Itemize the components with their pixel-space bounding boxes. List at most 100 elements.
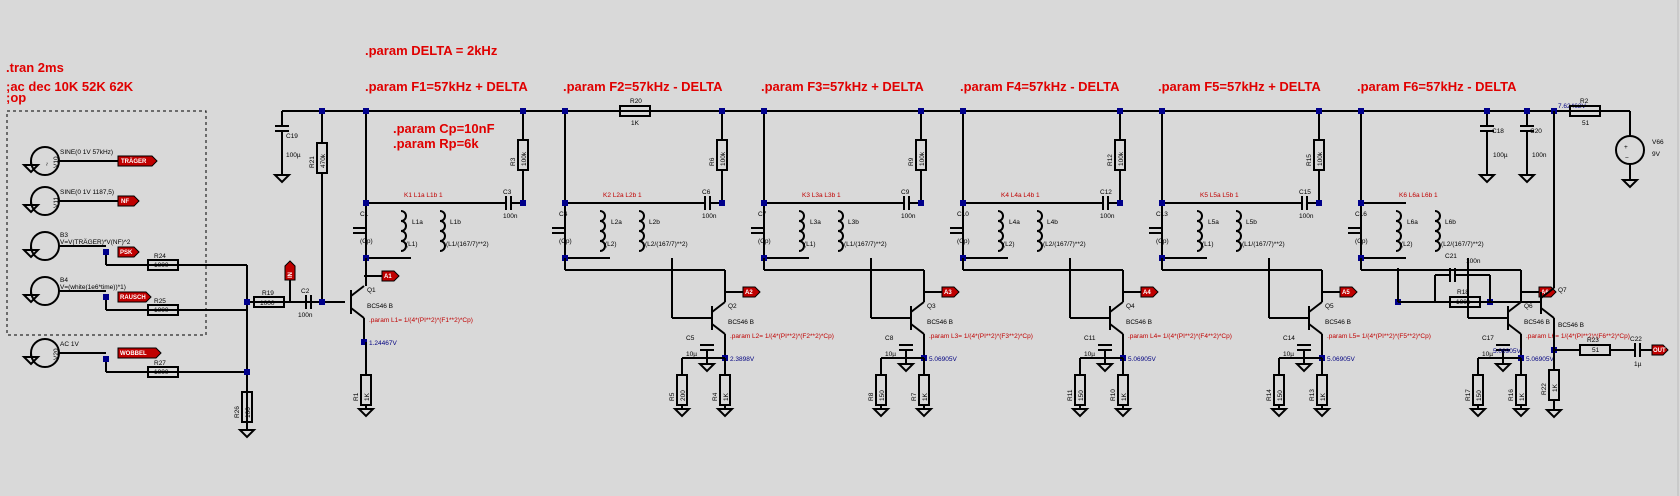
ac-directive[interactable]: ;ac dec 10K 52K 62K bbox=[6, 79, 134, 94]
svg-text:L2b: L2b bbox=[649, 219, 660, 226]
op-directive[interactable]: ;op bbox=[6, 90, 26, 105]
tank-capacitor-1[interactable]: C1 bbox=[353, 211, 369, 234]
param-rp-directive[interactable]: .param Rp=6k bbox=[393, 136, 479, 151]
resistor-r26[interactable]: R26 100 bbox=[234, 391, 253, 423]
svg-text:Q6: Q6 bbox=[1524, 303, 1533, 310]
tran-directive[interactable]: .tran 2ms bbox=[6, 60, 64, 75]
resistor-r19[interactable]: R19 1000 bbox=[253, 290, 285, 308]
b3-ref: B3 bbox=[60, 232, 68, 239]
capacitor-c20[interactable]: C20 100n bbox=[1520, 125, 1547, 159]
inductor-primary-5[interactable] bbox=[1196, 210, 1203, 252]
tank-capacitor-3[interactable]: C7 bbox=[751, 211, 767, 234]
inductor-secondary-2[interactable] bbox=[638, 210, 645, 252]
resistor-r18[interactable]: R18 100k bbox=[1449, 289, 1481, 308]
inductor-primary-4[interactable] bbox=[997, 210, 1004, 252]
ground-symbol bbox=[896, 360, 916, 373]
tank-capacitor-2[interactable]: C4 bbox=[552, 211, 568, 234]
inductor-primary-3[interactable] bbox=[798, 210, 805, 252]
inductor-secondary-3[interactable] bbox=[837, 210, 844, 252]
resistor-r27[interactable]: R27 1000 bbox=[147, 360, 179, 378]
capacitor-c19[interactable]: C19 100µ bbox=[275, 125, 301, 159]
resistor-r2[interactable]: R2 51 bbox=[1569, 98, 1601, 127]
svg-text:(Cp): (Cp) bbox=[1156, 238, 1169, 245]
param-cp-directive[interactable]: .param Cp=10nF bbox=[393, 121, 495, 136]
inductor-primary-6[interactable] bbox=[1395, 210, 1402, 252]
capacitor-c21[interactable]: C21 100n bbox=[1445, 253, 1481, 282]
source-v66[interactable]: + − V66 9V bbox=[1615, 135, 1664, 165]
svg-text:R8: R8 bbox=[868, 392, 875, 401]
inductor-secondary-4[interactable] bbox=[1036, 210, 1043, 252]
tank-capacitor-6[interactable]: C16 bbox=[1348, 211, 1367, 234]
source-b4[interactable]: B4 V=(white(1e6*time))*1) RAUSCH bbox=[30, 276, 247, 311]
source-b3[interactable]: B3 V=V(TRÄGER)*V(NF)^2 PSK bbox=[30, 231, 247, 266]
resistor-r25[interactable]: R25 1000 bbox=[147, 298, 179, 316]
source-v11[interactable]: SINE(0 1V 1187,5) V11 NF bbox=[30, 186, 140, 216]
svg-text:R6: R6 bbox=[709, 157, 716, 166]
inductor-secondary-1[interactable] bbox=[439, 210, 446, 252]
svg-text:L1a: L1a bbox=[412, 219, 423, 226]
ground-symbol bbox=[871, 405, 891, 418]
param-f2-directive[interactable]: .param F2=57kHz - DELTA bbox=[563, 79, 723, 94]
ground-symbol bbox=[697, 360, 717, 373]
inductor-primary-2[interactable] bbox=[599, 210, 606, 252]
tank-capacitor-4[interactable]: C10 bbox=[950, 211, 969, 234]
capacitor-c18[interactable]: C18 100µ bbox=[1480, 125, 1508, 159]
capacitor-c2[interactable]: C2 100n bbox=[298, 288, 313, 319]
param-delta-directive[interactable]: .param DELTA = 2kHz bbox=[365, 43, 498, 58]
inductor-secondary-6[interactable] bbox=[1434, 210, 1441, 252]
resistor-r22[interactable]: R22 1K bbox=[1541, 369, 1560, 401]
svg-text:BC546 B: BC546 B bbox=[927, 319, 953, 326]
source-v10[interactable]: ~ SINE(0 1V 57kHz) V10 TRÄGER bbox=[30, 146, 158, 176]
inductor-primary-1[interactable] bbox=[400, 210, 407, 252]
svg-text:100µ: 100µ bbox=[1493, 152, 1508, 159]
param-f1-directive[interactable]: .param F1=57kHz + DELTA bbox=[365, 79, 528, 94]
resistor-r21[interactable]: R21 470k bbox=[309, 142, 328, 174]
tank-capacitor-5[interactable]: C13 bbox=[1149, 211, 1168, 234]
svg-text:BC546 B: BC546 B bbox=[1524, 319, 1550, 326]
param-f5-directive[interactable]: .param F5=57kHz + DELTA bbox=[1158, 79, 1321, 94]
svg-text:R13: R13 bbox=[1309, 389, 1316, 401]
param-f4-directive[interactable]: .param F4=57kHz - DELTA bbox=[960, 79, 1120, 94]
resistor-r20[interactable]: R20 1K bbox=[619, 98, 651, 127]
resistor-r24[interactable]: R24 1000 bbox=[147, 253, 179, 271]
svg-text:C2: C2 bbox=[301, 288, 310, 295]
capacitor-c22[interactable]: C22 1µ bbox=[1630, 336, 1642, 368]
param-f6-directive[interactable]: .param F6=57kHz - DELTA bbox=[1357, 79, 1517, 94]
source-v20[interactable]: AC 1V V20 WOBBEL bbox=[30, 338, 247, 373]
ground-symbol bbox=[1070, 405, 1090, 418]
inductor-secondary-5[interactable] bbox=[1235, 210, 1242, 252]
param-f3-directive[interactable]: .param F3=57kHz + DELTA bbox=[761, 79, 924, 94]
svg-text:1000: 1000 bbox=[154, 369, 169, 376]
